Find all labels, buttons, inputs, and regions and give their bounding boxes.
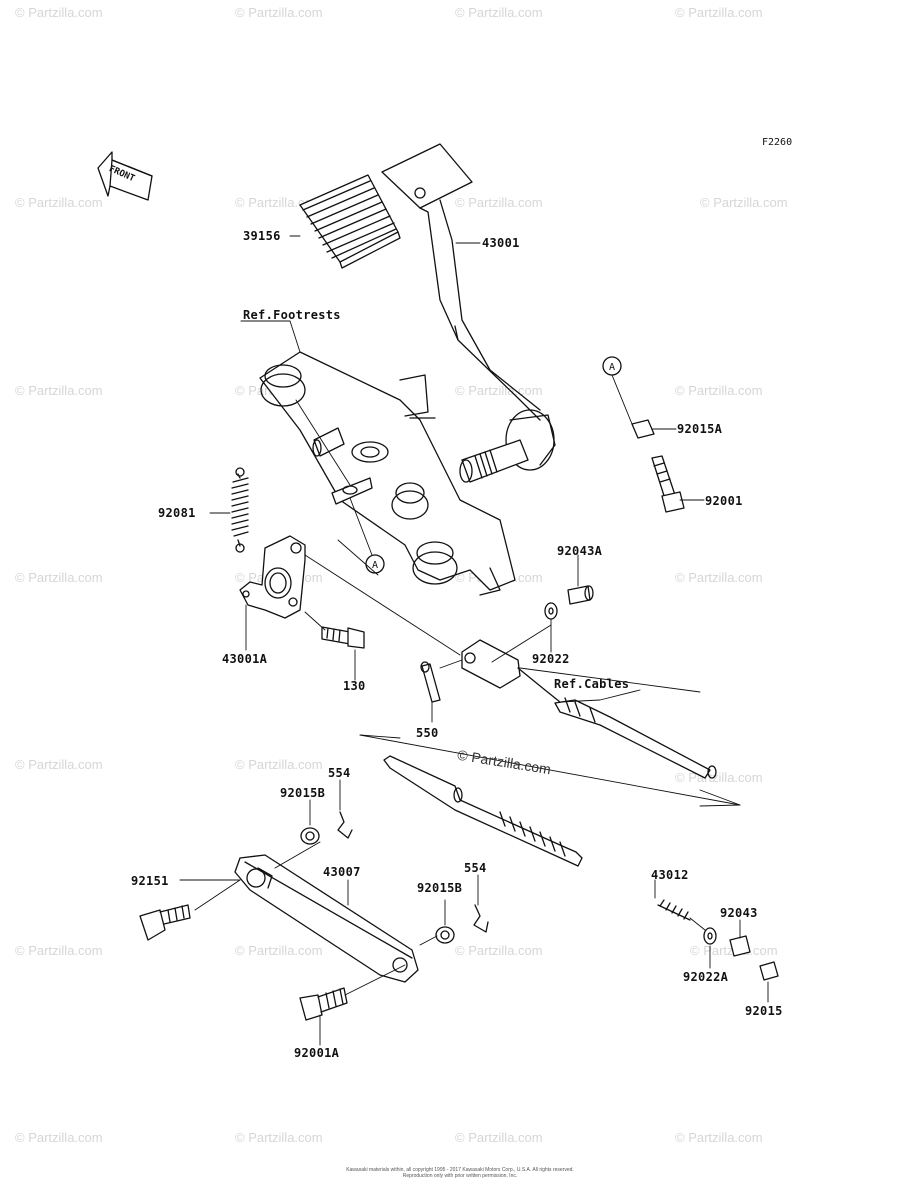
- pin-92043A-part: [567, 585, 594, 605]
- watermark: © Partzilla.com: [15, 943, 103, 958]
- brake-pedal-part: [381, 143, 556, 483]
- watermark: © Partzilla.com: [235, 943, 323, 958]
- watermark: © Partzilla.com: [235, 1130, 323, 1145]
- callout-letter-a: A: [609, 362, 615, 373]
- label-554-top: 554: [328, 766, 351, 780]
- watermark: © Partzilla.com: [675, 383, 763, 398]
- copyright-footer: Kawasaki materials within, all copyright…: [340, 1167, 580, 1179]
- label-554-bottom: 554: [464, 861, 487, 875]
- label-ref-footrests: Ref.Footrests: [243, 308, 341, 322]
- front-arrow-icon: [97, 151, 153, 201]
- clip-554-b-part: [473, 904, 489, 933]
- watermark: © Partzilla.com: [455, 1130, 543, 1145]
- footer-line: Reproduction only with prior written per…: [402, 1173, 518, 1179]
- rod-spring-part: [657, 899, 691, 921]
- washer-92022A-part: [703, 927, 717, 945]
- watermark: © Partzilla.com: [235, 757, 323, 772]
- watermark: © Partzilla.com: [15, 195, 103, 210]
- clip-554-a-part: [337, 811, 353, 839]
- nut-92015A-part: [631, 419, 655, 439]
- watermark: © Partzilla.com: [15, 383, 103, 398]
- label-39156: 39156: [243, 229, 281, 243]
- watermark: © Partzilla.com: [15, 570, 103, 585]
- watermark: © Partzilla.com: [675, 5, 763, 20]
- callout-letter-b: A: [372, 560, 378, 571]
- watermark: © Partzilla.com: [15, 5, 103, 20]
- brake-arm-part: [239, 535, 306, 619]
- label-92015A: 92015A: [677, 422, 723, 436]
- watermark: © Partzilla.com: [15, 757, 103, 772]
- label-92001A: 92001A: [294, 1046, 340, 1060]
- pedal-pad-part: [299, 174, 401, 269]
- bolt-92001A-part: [299, 987, 348, 1021]
- cable-end-part: [554, 697, 717, 779]
- label-92151: 92151: [131, 874, 169, 888]
- watermark: © Partzilla.com: [675, 1130, 763, 1145]
- label-43012: 43012: [651, 868, 689, 882]
- clevis-part: [461, 639, 561, 703]
- return-spring-part: [231, 467, 249, 553]
- label-92015B-top: 92015B: [280, 786, 326, 800]
- label-92043A: 92043A: [557, 544, 603, 558]
- bolt-130-part: [321, 626, 365, 649]
- washer-part: [331, 477, 373, 505]
- label-92081: 92081: [158, 506, 196, 520]
- collar-92015B-a-part: [300, 827, 320, 845]
- label-92043: 92043: [720, 906, 758, 920]
- watermark: © Partzilla.com: [700, 195, 788, 210]
- watermark: © Partzilla.com: [455, 5, 543, 20]
- label-550: 550: [416, 726, 439, 740]
- pivot-pin-part: [312, 427, 345, 457]
- label-43001: 43001: [482, 236, 520, 250]
- washer-92022-part: [544, 602, 558, 620]
- label-92022: 92022: [532, 652, 570, 666]
- figure-id: F2260: [762, 137, 793, 148]
- watermark: © Partzilla.com: [455, 943, 543, 958]
- label-92001: 92001: [705, 494, 743, 508]
- brake-rod-part: [383, 755, 583, 867]
- label-92015B-bottom: 92015B: [417, 881, 463, 895]
- label-ref-cables: Ref.Cables: [554, 677, 630, 691]
- e-clip-part: [351, 441, 389, 463]
- cotter-pin-part: [420, 661, 441, 703]
- label-43001A: 43001A: [222, 652, 268, 666]
- watermark: © Partzilla.com: [15, 1130, 103, 1145]
- label-43007: 43007: [323, 865, 361, 879]
- bolt-92001-part: [651, 455, 685, 513]
- label-92015: 92015: [745, 1004, 783, 1018]
- label-130: 130: [343, 679, 366, 693]
- collar-92015B-b-part: [435, 926, 455, 944]
- link-plate-part: [234, 854, 419, 983]
- watermark: © Partzilla.com: [235, 5, 323, 20]
- watermark: © Partzilla.com: [675, 570, 763, 585]
- nut-92015-part: [759, 961, 779, 981]
- footer-line: Kawasaki materials within, all copyright…: [346, 1167, 574, 1173]
- label-92022A: 92022A: [683, 970, 729, 984]
- footrest-bracket-part: [259, 351, 516, 596]
- watermark: © Partzilla.com: [455, 195, 543, 210]
- leader-lines: [179, 235, 769, 1046]
- nut-92043-part: [729, 935, 751, 957]
- bolt-92151-part: [139, 904, 191, 941]
